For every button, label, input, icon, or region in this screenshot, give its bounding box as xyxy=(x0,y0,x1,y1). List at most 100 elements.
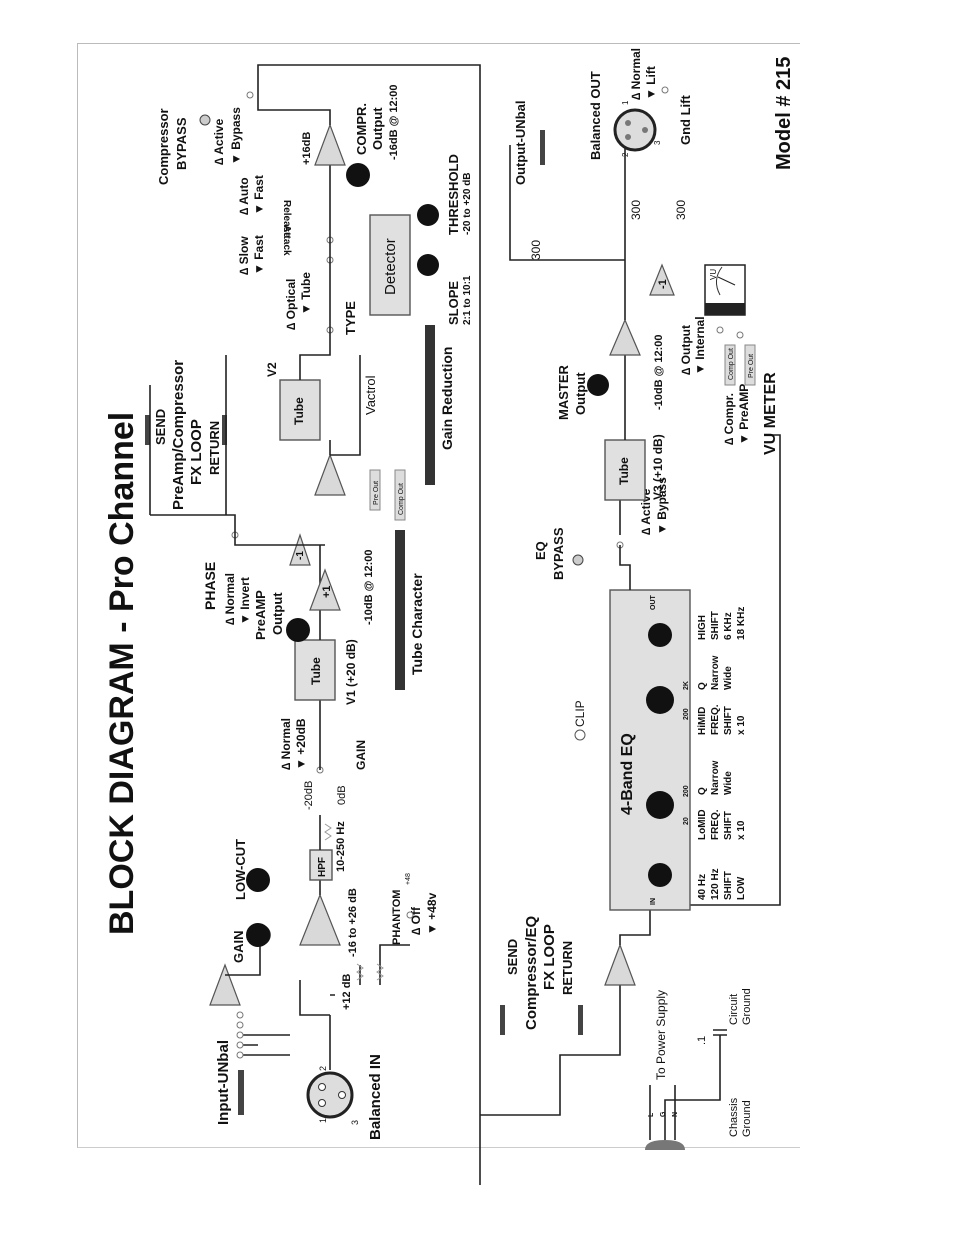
compr-output-knob[interactable] xyxy=(346,163,370,187)
gnd-lift-switch[interactable] xyxy=(661,86,669,94)
gain-knob[interactable] xyxy=(246,923,270,947)
high-knob[interactable] xyxy=(648,623,672,647)
input-unbal-label: Input-UNbal xyxy=(215,1040,232,1125)
eq-box xyxy=(609,589,691,911)
gain-label: GAIN xyxy=(231,931,246,964)
out-pin2: 2 xyxy=(621,152,630,157)
threshold-range-label: -20 to +20 dB xyxy=(462,172,473,235)
comp-bypass-switch[interactable] xyxy=(246,91,254,99)
vu-compr-label: ∆ Compr. xyxy=(722,393,736,445)
tube-v1-label: Tube xyxy=(309,657,323,685)
unbal-input-jack[interactable] xyxy=(238,1070,244,1115)
vu-pre-out-tab xyxy=(744,344,756,386)
hpf-range-label: 10-250 Hz xyxy=(335,821,347,872)
comp-out-tab-label: Comp Out xyxy=(398,483,405,515)
himid-label: HiMID xyxy=(697,707,708,735)
fx2-send-label: SEND xyxy=(505,939,520,975)
hpf-block xyxy=(309,849,333,881)
lomid-knob[interactable] xyxy=(646,791,674,819)
lowcut-knob[interactable] xyxy=(246,868,270,892)
vu-output-label: ∆ Output xyxy=(679,325,693,375)
phase-normal-label: ∆ Normal xyxy=(223,573,237,625)
himid-x10: x 10 xyxy=(736,715,747,735)
out-pin1: 1 xyxy=(621,100,630,105)
vu-compr-preamp-switch[interactable] xyxy=(736,331,744,339)
power-section: To Power Supply Chassis Ground Circuit G… xyxy=(645,988,753,1150)
master-val: -10dB @ 12:00 xyxy=(653,334,665,410)
fx2-send-jack[interactable] xyxy=(500,1005,505,1035)
clip-label: CLIP xyxy=(573,700,587,727)
detector-label: Detector xyxy=(382,238,399,295)
master-knob[interactable] xyxy=(587,374,609,396)
p48-small-label: +48 xyxy=(405,873,412,885)
preamp-output-label: PreAMP xyxy=(253,590,268,640)
fx2-subtitle: FX LOOP xyxy=(541,924,558,990)
input-section: Input-UNbal Balanced IN 1 2 3 + +12 dB P… xyxy=(209,873,439,1140)
lomid-wide: Wide xyxy=(723,771,734,795)
vu-pre-out-label: Pre Out xyxy=(748,354,755,378)
eq-bypass-title2: BYPASS xyxy=(551,527,566,580)
pad-0-label: 0dB xyxy=(336,785,348,805)
slope-knob[interactable] xyxy=(417,254,439,276)
lomid-label: LoMID xyxy=(697,809,708,840)
preamp-output-val: -10dB @ 12:00 xyxy=(363,549,375,625)
circuit-ground-label2: Ground xyxy=(741,988,753,1025)
attack-label: Attack xyxy=(281,225,292,256)
phase-label: PHASE xyxy=(202,562,218,610)
comp-input-amp xyxy=(314,453,346,496)
output-section: Tube V3 (+10 dB) MASTER Output -10dB @ 1… xyxy=(509,48,693,501)
low-knob[interactable] xyxy=(648,863,672,887)
phantom-switch[interactable] xyxy=(406,911,414,919)
fx-loop-preamp-compressor: SEND PreAmp/Compressor FX LOOP RETURN xyxy=(145,355,227,515)
high-label: HIGH xyxy=(697,615,708,640)
eq-section: 4-Band EQ IN OUT CLIP 20 200 200 2K 40 H… xyxy=(533,477,747,911)
v1-label: V1 (+20 dB) xyxy=(344,639,358,705)
release-label: Release xyxy=(281,200,292,238)
eq-in-label: IN xyxy=(650,898,657,905)
vu-internal-label: ▼ Internal xyxy=(693,316,707,375)
vu-preamp-label: ▼ PreAMP xyxy=(737,384,751,445)
eq-out-label: OUT xyxy=(650,595,657,611)
circuit-ground-label: Circuit xyxy=(728,994,740,1025)
threshold-knob[interactable] xyxy=(417,204,439,226)
compr-output-label: COMPR. xyxy=(354,103,369,155)
xlr-input-connector[interactable] xyxy=(306,1071,354,1119)
fx2-title: Compressor/EQ xyxy=(523,915,540,1030)
hpf-label: HPF xyxy=(317,857,328,877)
gain-switch-label: GAIN xyxy=(354,740,368,770)
gnd-normal-label: ∆ Normal xyxy=(629,48,643,100)
fx2-return-jack[interactable] xyxy=(578,1005,583,1035)
input-unbal-buffer xyxy=(209,963,241,1006)
unbal-output-jack[interactable] xyxy=(540,130,545,165)
pin3-label: 3 xyxy=(350,1120,360,1125)
vu-source-switch[interactable] xyxy=(716,326,724,334)
preamp-output-knob[interactable] xyxy=(286,618,310,642)
pad-minus20-label: -20dB xyxy=(303,781,315,810)
eq-bypass-label: ▼ Bypass xyxy=(655,477,669,535)
himid-knob[interactable] xyxy=(646,686,674,714)
gain-range-label: -16 to +26 dB xyxy=(347,888,359,957)
fx1-send-jack[interactable] xyxy=(145,415,150,445)
inverter-out xyxy=(649,263,675,296)
type-tube-label: ▼ Tube xyxy=(299,272,313,315)
lowcut-label: LOW-CUT xyxy=(233,839,248,900)
slope-range-label: 2:1 to 10:1 xyxy=(462,275,473,325)
lomid-freq-label: FREQ. xyxy=(710,809,721,840)
xlr-output-connector[interactable] xyxy=(613,108,657,152)
v3-label: V3 (+10 dB) xyxy=(651,434,665,500)
attack-slow-label: ∆ Slow xyxy=(237,236,251,275)
power-plug xyxy=(645,1140,685,1150)
plug-g: G xyxy=(660,1111,667,1117)
himid-freq-label: FREQ. xyxy=(710,704,721,735)
vu-title: VU METER xyxy=(762,372,779,455)
threshold-label: THRESHOLD xyxy=(446,154,461,235)
himid-narrow: Narrow xyxy=(710,655,721,690)
comp-bypass-label: ▼ Bypass xyxy=(229,107,243,165)
master-label: MASTER xyxy=(556,365,571,421)
type-label: TYPE xyxy=(343,301,358,335)
tube-character-meter xyxy=(395,530,405,690)
gnd-lift-label: Gnd Lift xyxy=(678,95,693,145)
phantom-off-label: ∆ Off xyxy=(409,906,423,935)
tube-character-label: Tube Character xyxy=(409,573,425,675)
high-shift-b: 18 KHz xyxy=(736,607,747,640)
